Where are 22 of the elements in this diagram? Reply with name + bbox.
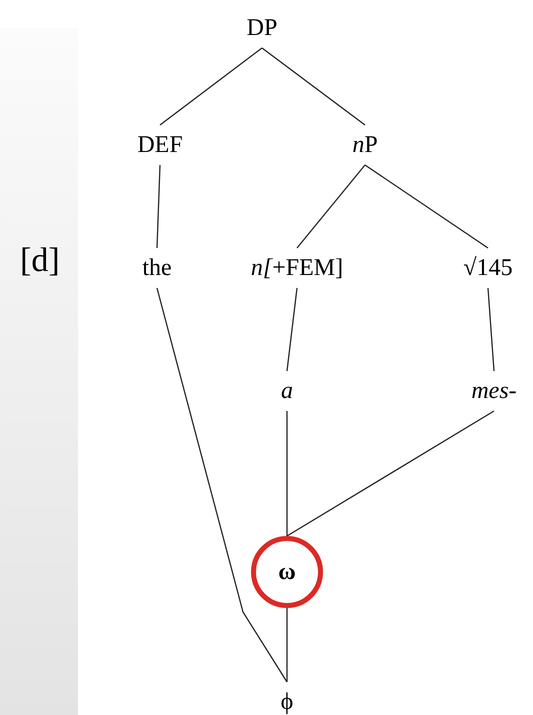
tree-node-label: DP [242,8,282,48]
tree-node-label: a [277,371,297,411]
tree-node-label: DEF [133,125,187,165]
tree-node-label: ϕ [276,682,298,715]
example-label: [d] [20,244,60,278]
tree-branch [286,410,494,537]
tree-node-label: the [138,248,176,288]
tree-node-label: mes- [467,371,521,411]
tree-branch [262,48,366,126]
tree-node-label: nP [348,125,382,165]
tree-branch [296,164,366,248]
tree-branch [286,288,298,372]
tree-node-label: n[+FEM] [246,248,348,288]
tree-branch [286,411,288,536]
tree-node-label: √145 [459,248,517,288]
circled-node: ω [251,536,323,608]
tree-branch [156,164,161,248]
tree-branch [286,608,288,682]
tree-branch [160,48,262,126]
tree-branch [364,164,488,248]
tree-branch [156,288,288,682]
tree-branch [487,288,495,372]
